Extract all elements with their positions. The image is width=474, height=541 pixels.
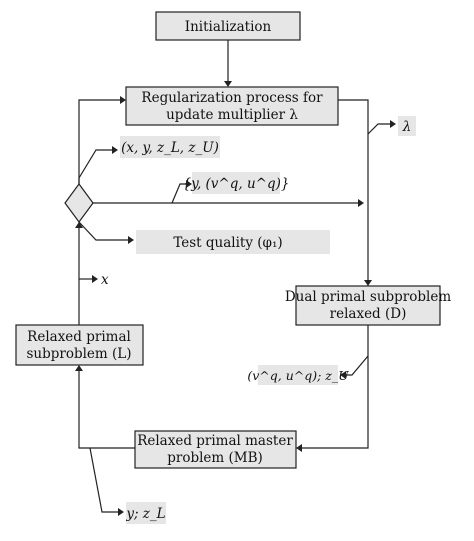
arrowhead <box>186 180 192 188</box>
test-quality-box: Test quality (φ₁) <box>136 230 330 254</box>
arrowhead <box>296 444 302 452</box>
y-zl-label: y; z_L <box>125 506 165 522</box>
arrowhead <box>118 508 124 516</box>
initialization-node: Initialization <box>155 11 301 41</box>
edge-lambda-branch <box>367 123 392 135</box>
decision-tuple-label: (x, y, z_L, z_U) <box>121 140 219 156</box>
arrowhead <box>75 365 83 371</box>
arrowhead <box>364 280 372 286</box>
master-problem-label-line2: problem (MB) <box>167 450 263 466</box>
decision-tuple-label-box: (x, y, z_L, z_U) <box>120 136 220 158</box>
initialization-label: Initialization <box>185 19 272 35</box>
arrowhead <box>358 199 364 207</box>
edge-master-to-primal <box>78 369 135 449</box>
dual-subproblem-node: Dual primal subproblem relaxed (D) <box>285 285 451 326</box>
relaxed-primal-label-line1: Relaxed primal <box>27 329 131 345</box>
master-problem-label-line1: Relaxed primal master <box>137 433 293 449</box>
lambda-label-box: λ <box>398 116 416 136</box>
vq-uq-zu-label-box: (v^q, u^q); z_U <box>247 365 349 385</box>
lambda-label: λ <box>402 119 412 135</box>
arrowhead <box>112 146 118 154</box>
regularization-label-line2: update multiplier λ <box>166 107 298 123</box>
arrowhead <box>128 236 134 244</box>
arrowhead <box>390 120 396 128</box>
arrowhead <box>92 275 98 283</box>
vq-uq-zu-label: (v^q, u^q); z_U <box>247 368 349 383</box>
arrowhead <box>340 371 346 379</box>
edge-diamond-to-tuple <box>78 149 114 184</box>
arrowhead <box>75 222 83 228</box>
decision-diamond <box>64 182 94 224</box>
y-vq-uq-label-box: {y, (v^q, u^q)} <box>183 172 290 194</box>
dual-subproblem-label-line2: relaxed (D) <box>330 306 407 322</box>
edge-y-zl-branch <box>89 447 120 513</box>
y-vq-uq-label: {y, (v^q, u^q)} <box>183 176 290 192</box>
arrowhead <box>224 81 232 87</box>
edge-dual-to-master <box>300 325 369 449</box>
edge-vu-zu-branch <box>344 355 369 376</box>
edge-yvu-branch <box>171 183 188 204</box>
edge-diamond-to-test-quality <box>78 221 130 241</box>
relaxed-master-problem-node: Relaxed primal master problem (MB) <box>134 430 297 469</box>
edge-regularization-to-dual <box>338 99 369 282</box>
test-quality-label: Test quality (φ₁) <box>173 235 282 251</box>
relaxed-primal-label-line2: subproblem (L) <box>26 346 131 362</box>
arrowhead <box>120 96 126 104</box>
x-label: x <box>101 272 109 288</box>
y-zl-label-box: y; z_L <box>125 502 166 524</box>
dual-subproblem-label-line1: Dual primal subproblem <box>285 289 451 305</box>
regularization-label-line1: Regularization process for <box>141 90 323 106</box>
relaxed-primal-subproblem-node: Relaxed primal subproblem (L) <box>15 324 144 366</box>
edge-diamond-to-regularization <box>78 99 122 184</box>
regularization-node: Regularization process for update multip… <box>125 86 339 126</box>
